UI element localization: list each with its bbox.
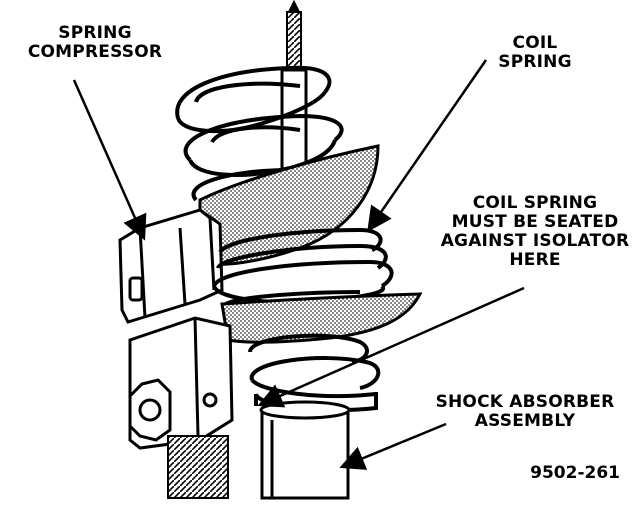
figure-number: 9502-261 (530, 463, 620, 483)
coil-spring-seated-line1: COIL SPRING (472, 193, 598, 213)
compressor-screw (167, 435, 229, 499)
spring-compressor-label-line2: COMPRESSOR (27, 42, 163, 62)
shock-absorber-tube (259, 400, 351, 500)
coil-spring-seated-label: COIL SPRING MUST BE SEATED AGAINST ISOLA… (430, 194, 640, 270)
shock-absorber-label-line1: SHOCK ABSORBER (435, 392, 615, 412)
isolator-leader (257, 286, 525, 408)
spring-compressor-label-line1: SPRING (58, 23, 132, 43)
coil-spring-label: COIL SPRING (480, 34, 590, 72)
spring-compressor-label: SPRING COMPRESSOR (10, 24, 180, 62)
upper-isolator (198, 144, 380, 266)
coil-spring-seated-line3: AGAINST ISOLATOR (440, 231, 630, 251)
coil-spring-leader (367, 59, 488, 233)
coil-spring-label-line2: SPRING (498, 52, 572, 72)
coil-spring-seated-line4: HERE (509, 250, 561, 270)
compressor-leader (72, 79, 147, 241)
lower-coil-seat (248, 333, 381, 413)
shock-leader (339, 422, 447, 470)
shock-absorber-label: SHOCK ABSORBER ASSEMBLY (425, 393, 625, 431)
compressor-clamp (128, 316, 234, 450)
leader-lines (72, 59, 525, 470)
shock-absorber-label-line2: ASSEMBLY (474, 411, 576, 431)
threaded-stud (286, 0, 302, 73)
middle-coil-turns (212, 227, 394, 306)
coil-spring-seated-line2: MUST BE SEATED (451, 212, 619, 232)
spring-compressor-body (118, 208, 224, 324)
lower-isolator (220, 292, 423, 344)
coil-spring-label-line1: COIL (512, 33, 558, 53)
